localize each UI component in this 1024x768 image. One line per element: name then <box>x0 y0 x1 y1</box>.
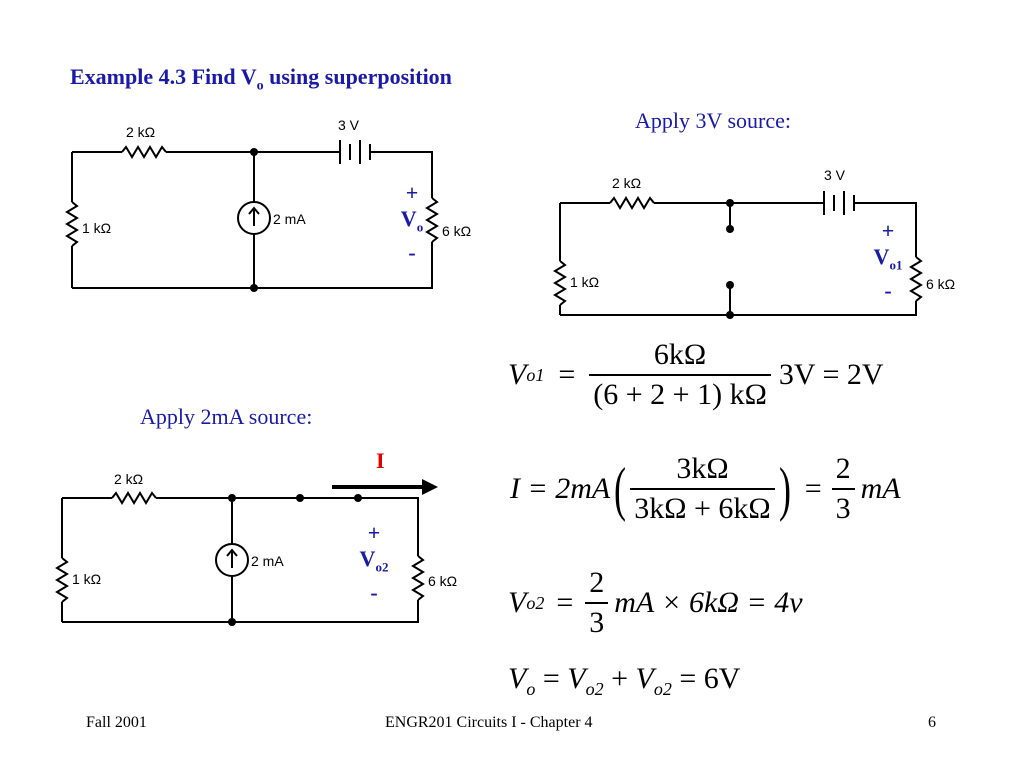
label-3v-1k: 1 kΩ <box>570 274 599 290</box>
label-2ma-1k: 1 kΩ <box>72 571 101 587</box>
equation-vo-total: Vo = Vo2 + Vo2 = 6V <box>508 662 740 700</box>
label-3v-source: 3 V <box>824 167 846 183</box>
footer-center: ENGR201 Circuits I - Chapter 4 <box>385 714 593 731</box>
current-arrow-icon <box>332 479 438 495</box>
eq3-frac-num: 2 <box>589 566 605 599</box>
vo1-sub: o1 <box>889 257 903 273</box>
vo1-plus: + <box>881 218 895 243</box>
eq2-num: 3kΩ <box>676 452 729 485</box>
footer-page-number: 6 <box>928 714 936 731</box>
label-2k: 2 kΩ <box>126 124 155 140</box>
vo1-minus: - <box>884 278 892 304</box>
circuit-3v-diagram: 2 kΩ 1 kΩ 6 kΩ 3 V <box>553 167 955 319</box>
equation-current: I = 2mA ( 3kΩ 3kΩ + 6kΩ ) = 2 3 mA <box>510 452 901 526</box>
label-2ma-2k: 2 kΩ <box>114 471 143 487</box>
eq3-frac-den: 3 <box>585 602 609 640</box>
main-vsub: o <box>416 219 424 235</box>
label-3v-6k: 6 kΩ <box>926 276 955 292</box>
vo2-v: V <box>359 546 376 571</box>
main-vo-label: + Vo - <box>400 180 424 266</box>
main-circuit-diagram: 2 kΩ 1 kΩ 6 kΩ 3 V 2 mA <box>65 117 471 292</box>
apply-2ma-label: Apply 2mA source: <box>140 404 313 429</box>
eq2-rhs: mA <box>860 472 901 505</box>
eq4-v3: V <box>635 662 654 695</box>
vo1-label: + Vo1 - <box>868 218 908 304</box>
vo1-v: V <box>873 244 890 269</box>
eq1-fraction: 6kΩ (6 + 2 + 1) kΩ <box>589 338 771 412</box>
footer-left: Fall 2001 <box>86 714 147 731</box>
apply-3v-label: Apply 3V source: <box>635 108 792 133</box>
eq1-lhs-sub: o1 <box>526 364 545 385</box>
vo2-sub: o2 <box>375 559 389 575</box>
eq4-v2: V <box>567 662 586 695</box>
vo2-label: + Vo2 - <box>354 520 394 606</box>
eq1-den: (6 + 2 + 1) kΩ <box>589 374 771 412</box>
eq4-eq: = <box>535 662 568 695</box>
label-3v: 3 V <box>338 117 360 133</box>
eq2-frac-den: 3 <box>831 488 855 526</box>
eq1-num: 6kΩ <box>653 338 707 371</box>
label-2ma-6k: 6 kΩ <box>428 573 457 589</box>
main-plus: + <box>405 180 419 205</box>
resistor-2k <box>121 145 167 159</box>
label-2ma: 2 mA <box>273 211 306 227</box>
vo2-plus: + <box>367 520 381 545</box>
label-1k: 1 kΩ <box>82 220 111 236</box>
eq3-lhs: V <box>508 586 527 619</box>
eq4-v: V <box>508 662 527 695</box>
title-rest: using superposition <box>263 64 452 89</box>
label-2ma-source: 2 mA <box>251 553 284 569</box>
eq4-sub2: o2 <box>585 679 604 699</box>
slide-title: Example 4.3 Find Vo using superposition <box>70 64 452 94</box>
eq3-rhs: mA × 6kΩ = 4v <box>614 586 803 619</box>
eq3-fraction: 2 3 <box>585 566 609 640</box>
eq2-frac-num: 2 <box>835 452 851 485</box>
eq4-sub3: o2 <box>653 679 672 699</box>
circuit-2ma-diagram: 2 kΩ 1 kΩ 6 kΩ 2 mA <box>55 471 457 626</box>
vo2-minus: - <box>370 580 378 606</box>
eq3-lhs-sub: o2 <box>526 592 545 613</box>
eq1-rhs: 3V = 2V <box>778 358 884 391</box>
eq1-lhs: V <box>508 358 527 391</box>
eq4-plus: + <box>603 662 636 695</box>
eq4-rhs: = 6V <box>671 662 741 695</box>
title-sub: o <box>256 78 264 94</box>
eq2-eq: = <box>804 472 822 505</box>
main-minus: - <box>408 240 416 266</box>
label-6k: 6 kΩ <box>442 223 471 239</box>
eq2-lhs: I = 2mA <box>510 472 611 505</box>
eq4-sub: o <box>526 679 536 699</box>
eq2-den: 3kΩ + 6kΩ <box>630 488 775 526</box>
eq2-result-frac: 2 3 <box>831 452 855 526</box>
current-i-label: I <box>376 448 385 473</box>
main-v: V <box>400 206 417 231</box>
title-main: Example 4.3 Find V <box>70 64 257 89</box>
eq2-fraction: 3kΩ 3kΩ + 6kΩ <box>630 452 775 526</box>
label-3v-2k: 2 kΩ <box>612 175 641 191</box>
